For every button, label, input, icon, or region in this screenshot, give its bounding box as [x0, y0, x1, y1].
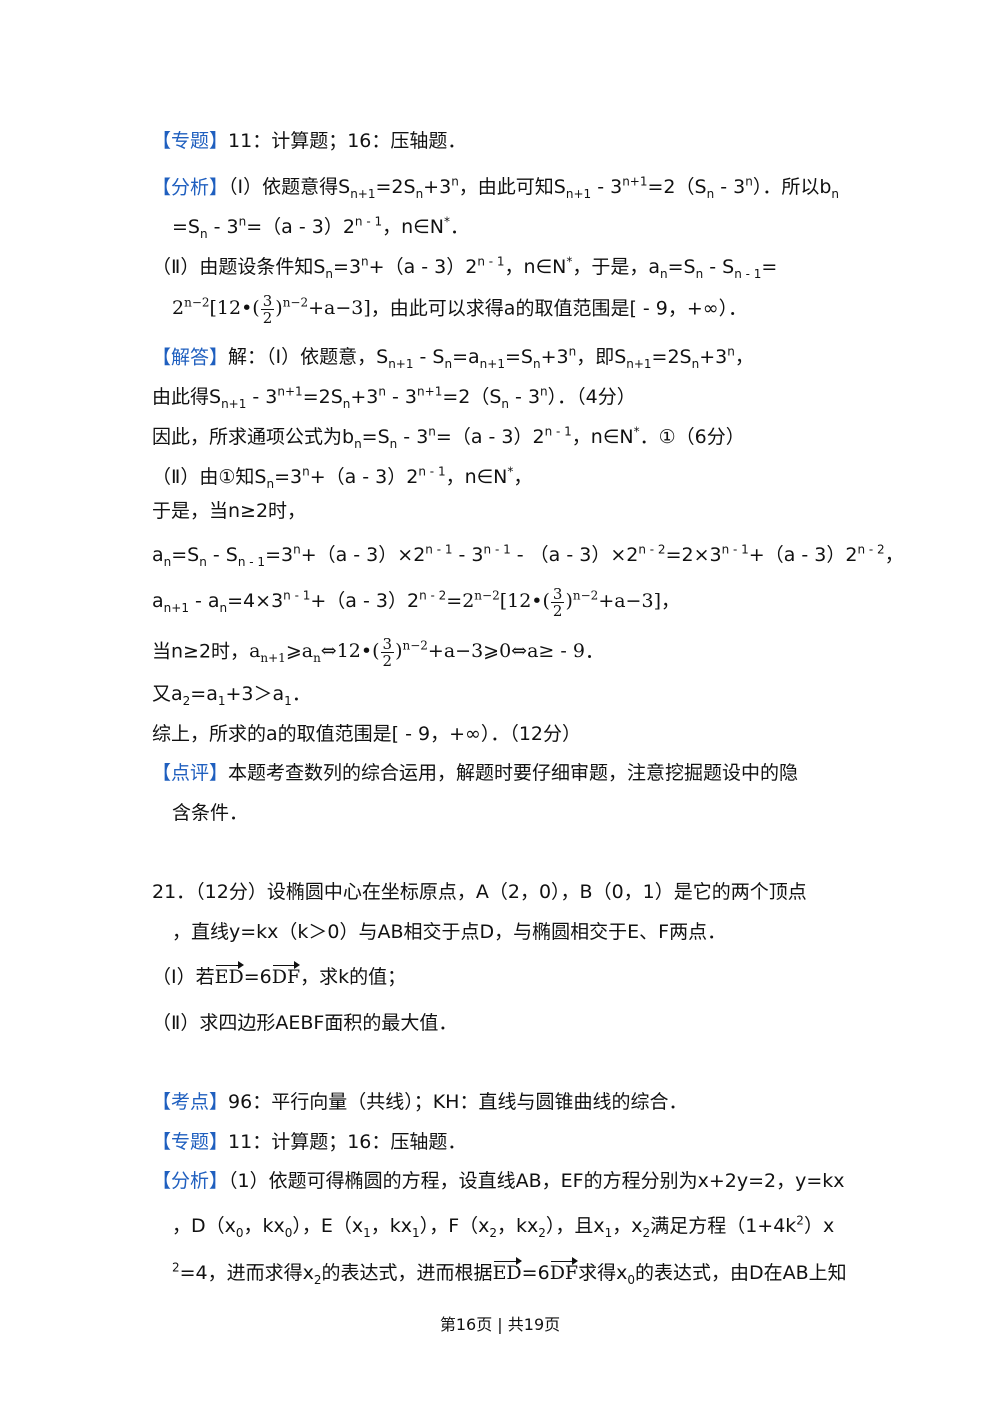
text-line: 【专题】11：计算题；16：压轴题．	[152, 128, 466, 154]
line-content: 2=4，进而求得x2的表达式，进而根据ED=6DF求得x0的表达式，由D在AB上…	[172, 1257, 847, 1288]
line-content: （1）依题可得椭圆的方程，设直线AB，EF的方程分别为x+2y=2，y=kx	[228, 1170, 845, 1192]
text-line: 于是，当n≥2时，	[152, 498, 306, 524]
text-line: （Ⅰ）若ED=6DF，求k的值；	[152, 961, 407, 990]
text-line: ，直线y=kx（k＞0）与AB相交于点D，与椭圆相交于E、F两点．	[172, 919, 726, 945]
line-content: 11：计算题；16：压轴题．	[228, 130, 467, 152]
line-content: （Ⅰ）依题意得Sn+1=2Sn+3n，由此可知Sn+1 - 3n+1=2（Sn …	[228, 175, 839, 202]
text-line: 又a2=a1+3＞a1．	[152, 681, 311, 714]
line-content: 21．（12分）设椭圆中心在坐标原点，A（2，0），B（0，1）是它的两个顶点	[152, 881, 807, 903]
line-content: an+1 - an=4×3n - 1+（a - 3）2n - 2=2n−2[12…	[152, 584, 680, 620]
line-content: （Ⅱ）求四边形AEBF面积的最大值．	[152, 1012, 458, 1034]
line-content: 综上，所求的a的取值范围是[ - 9，+∞）．（12分）	[152, 723, 582, 745]
text-line: 【解答】解：（Ⅰ）依题意，Sn+1 - Sn=an+1=Sn+3n，即Sn+1=…	[152, 339, 754, 377]
line-content: 由此得Sn+1 - 3n+1=2Sn+3n - 3n+1=2（Sn - 3n）．…	[152, 385, 636, 412]
section-tag: 【考点】	[152, 1091, 229, 1113]
text-line: =Sn - 3n=（a - 3）2n - 1，n∈N*．	[172, 209, 469, 247]
text-line: （Ⅱ）由①知Sn=3n+（a - 3）2n - 1，n∈N*，	[152, 459, 532, 497]
section-tag: 【分析】	[152, 1170, 229, 1192]
text-line: 含条件．	[172, 800, 248, 826]
text-line: an+1 - an=4×3n - 1+（a - 3）2n - 2=2n−2[12…	[152, 583, 680, 621]
text-line: 2=4，进而求得x2的表达式，进而根据ED=6DF求得x0的表达式，由D在AB上…	[172, 1255, 847, 1293]
text-line: 由此得Sn+1 - 3n+1=2Sn+3n - 3n+1=2（Sn - 3n）．…	[152, 379, 636, 417]
section-tag: 【专题】	[152, 130, 229, 152]
text-line: 【分析】（1）依题可得椭圆的方程，设直线AB，EF的方程分别为x+2y=2，y=…	[152, 1168, 845, 1194]
line-content: 本题考查数列的综合运用，解题时要仔细审题，注意挖掘题设中的隐	[228, 762, 799, 784]
line-content: 96：平行向量（共线）；KH：直线与圆锥曲线的综合．	[228, 1091, 688, 1113]
line-content: 含条件．	[172, 802, 249, 824]
line-content: （Ⅱ）由题设条件知Sn=3n+（a - 3）2n - 1，n∈N*，于是，an=…	[152, 255, 778, 282]
text-line: 【点评】本题考查数列的综合运用，解题时要仔细审题，注意挖掘题设中的隐	[152, 760, 798, 786]
line-content: an=Sn - Sn - 1=3n+（a - 3）×2n - 1 - 3n - …	[152, 543, 904, 570]
text-line: 21．（12分）设椭圆中心在坐标原点，A（2，0），B（0，1）是它的两个顶点	[152, 879, 807, 905]
line-content: ，D（x0，kx0），E（x1，kx1），F（x2，kx2），且x1，x2满足方…	[172, 1214, 835, 1241]
section-tag: 【专题】	[152, 1131, 229, 1153]
line-content: 11：计算题；16：压轴题．	[228, 1131, 467, 1153]
text-line: 【考点】96：平行向量（共线）；KH：直线与圆锥曲线的综合．	[152, 1089, 687, 1115]
text-line: （Ⅱ）由题设条件知Sn=3n+（a - 3）2n - 1，n∈N*，于是，an=…	[152, 249, 777, 287]
text-line: 【分析】（Ⅰ）依题意得Sn+1=2Sn+3n，由此可知Sn+1 - 3n+1=2…	[152, 169, 839, 207]
section-tag: 【分析】	[152, 176, 229, 199]
text-line: an=Sn - Sn - 1=3n+（a - 3）×2n - 1 - 3n - …	[152, 537, 904, 575]
line-content: （Ⅱ）由①知Sn=3n+（a - 3）2n - 1，n∈N*，	[152, 465, 533, 492]
line-content: ，直线y=kx（k＞0）与AB相交于点D，与椭圆相交于E、F两点．	[172, 921, 727, 943]
text-line: ，D（x0，kx0），E（x1，kx1），F（x2，kx2），且x1，x2满足方…	[172, 1208, 834, 1246]
text-line: 综上，所求的a的取值范围是[ - 9，+∞）．（12分）	[152, 721, 581, 747]
text-line: 【专题】11：计算题；16：压轴题．	[152, 1129, 466, 1155]
section-tag: 【点评】	[152, 762, 229, 784]
text-line: （Ⅱ）求四边形AEBF面积的最大值．	[152, 1010, 457, 1036]
line-content: 又a2=a1+3＞a1．	[152, 683, 311, 708]
page-footer: 第16页 | 共19页	[439, 1315, 561, 1334]
section-tag: 【解答】	[152, 346, 229, 369]
line-content: （Ⅰ）若ED=6DF，求k的值；	[152, 961, 407, 988]
line-content: 因此，所求通项公式为bn=Sn - 3n=（a - 3）2n - 1，n∈N*．…	[152, 425, 745, 452]
line-content: =Sn - 3n=（a - 3）2n - 1，n∈N*．	[172, 215, 469, 242]
line-content: 于是，当n≥2时，	[152, 500, 307, 522]
text-line: 因此，所求通项公式为bn=Sn - 3n=（a - 3）2n - 1，n∈N*．…	[152, 419, 745, 457]
line-content: 解：（Ⅰ）依题意，Sn+1 - Sn=an+1=Sn+3n，即Sn+1=2Sn+…	[228, 345, 754, 372]
